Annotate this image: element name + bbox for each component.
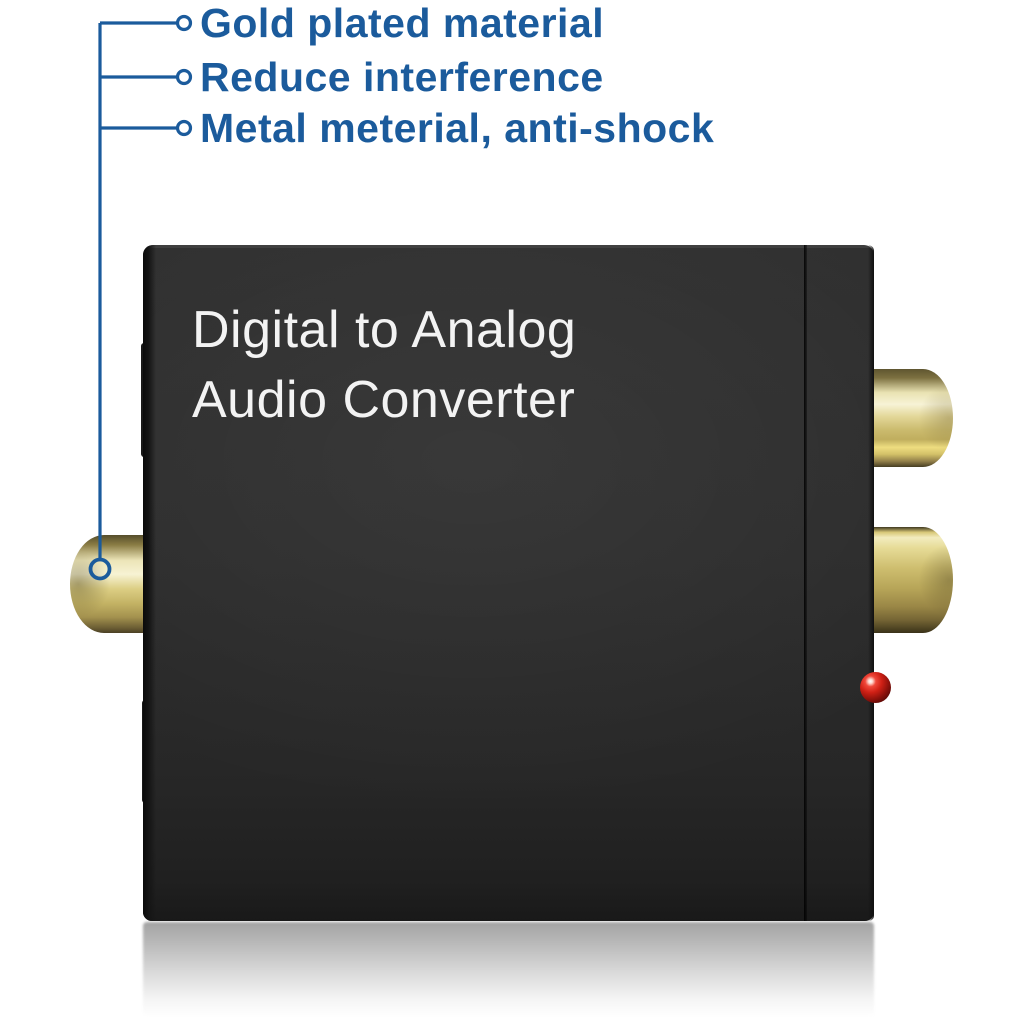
- coaxial-connector-icon: [70, 535, 152, 633]
- box-top-edge: [146, 245, 871, 248]
- panel-seam: [804, 245, 807, 921]
- box-right-edge: [868, 245, 874, 921]
- power-led-icon: [860, 672, 891, 703]
- annotation-label-gold-plated: Gold plated material: [200, 0, 605, 46]
- annotation-label-reduce-interference: Reduce interference: [200, 54, 604, 100]
- callout-dot-2: [175, 68, 193, 86]
- product-title-line1: Digital to Analog: [192, 301, 577, 359]
- callout-dot-3: [175, 119, 193, 137]
- callout-dot-1: [175, 14, 193, 32]
- product-title: Digital to Analog Audio Converter: [192, 295, 576, 435]
- rca-connector-top-icon: [874, 369, 953, 467]
- annotation-label-metal-material: Metal meterial, anti-shock: [200, 105, 715, 151]
- floor-reflection: [143, 922, 874, 1017]
- rca-connector-bottom-icon: [874, 527, 953, 633]
- product-title-line2: Audio Converter: [192, 371, 576, 429]
- box-left-edge: [143, 245, 156, 921]
- converter-box: Digital to Analog Audio Converter: [143, 245, 874, 921]
